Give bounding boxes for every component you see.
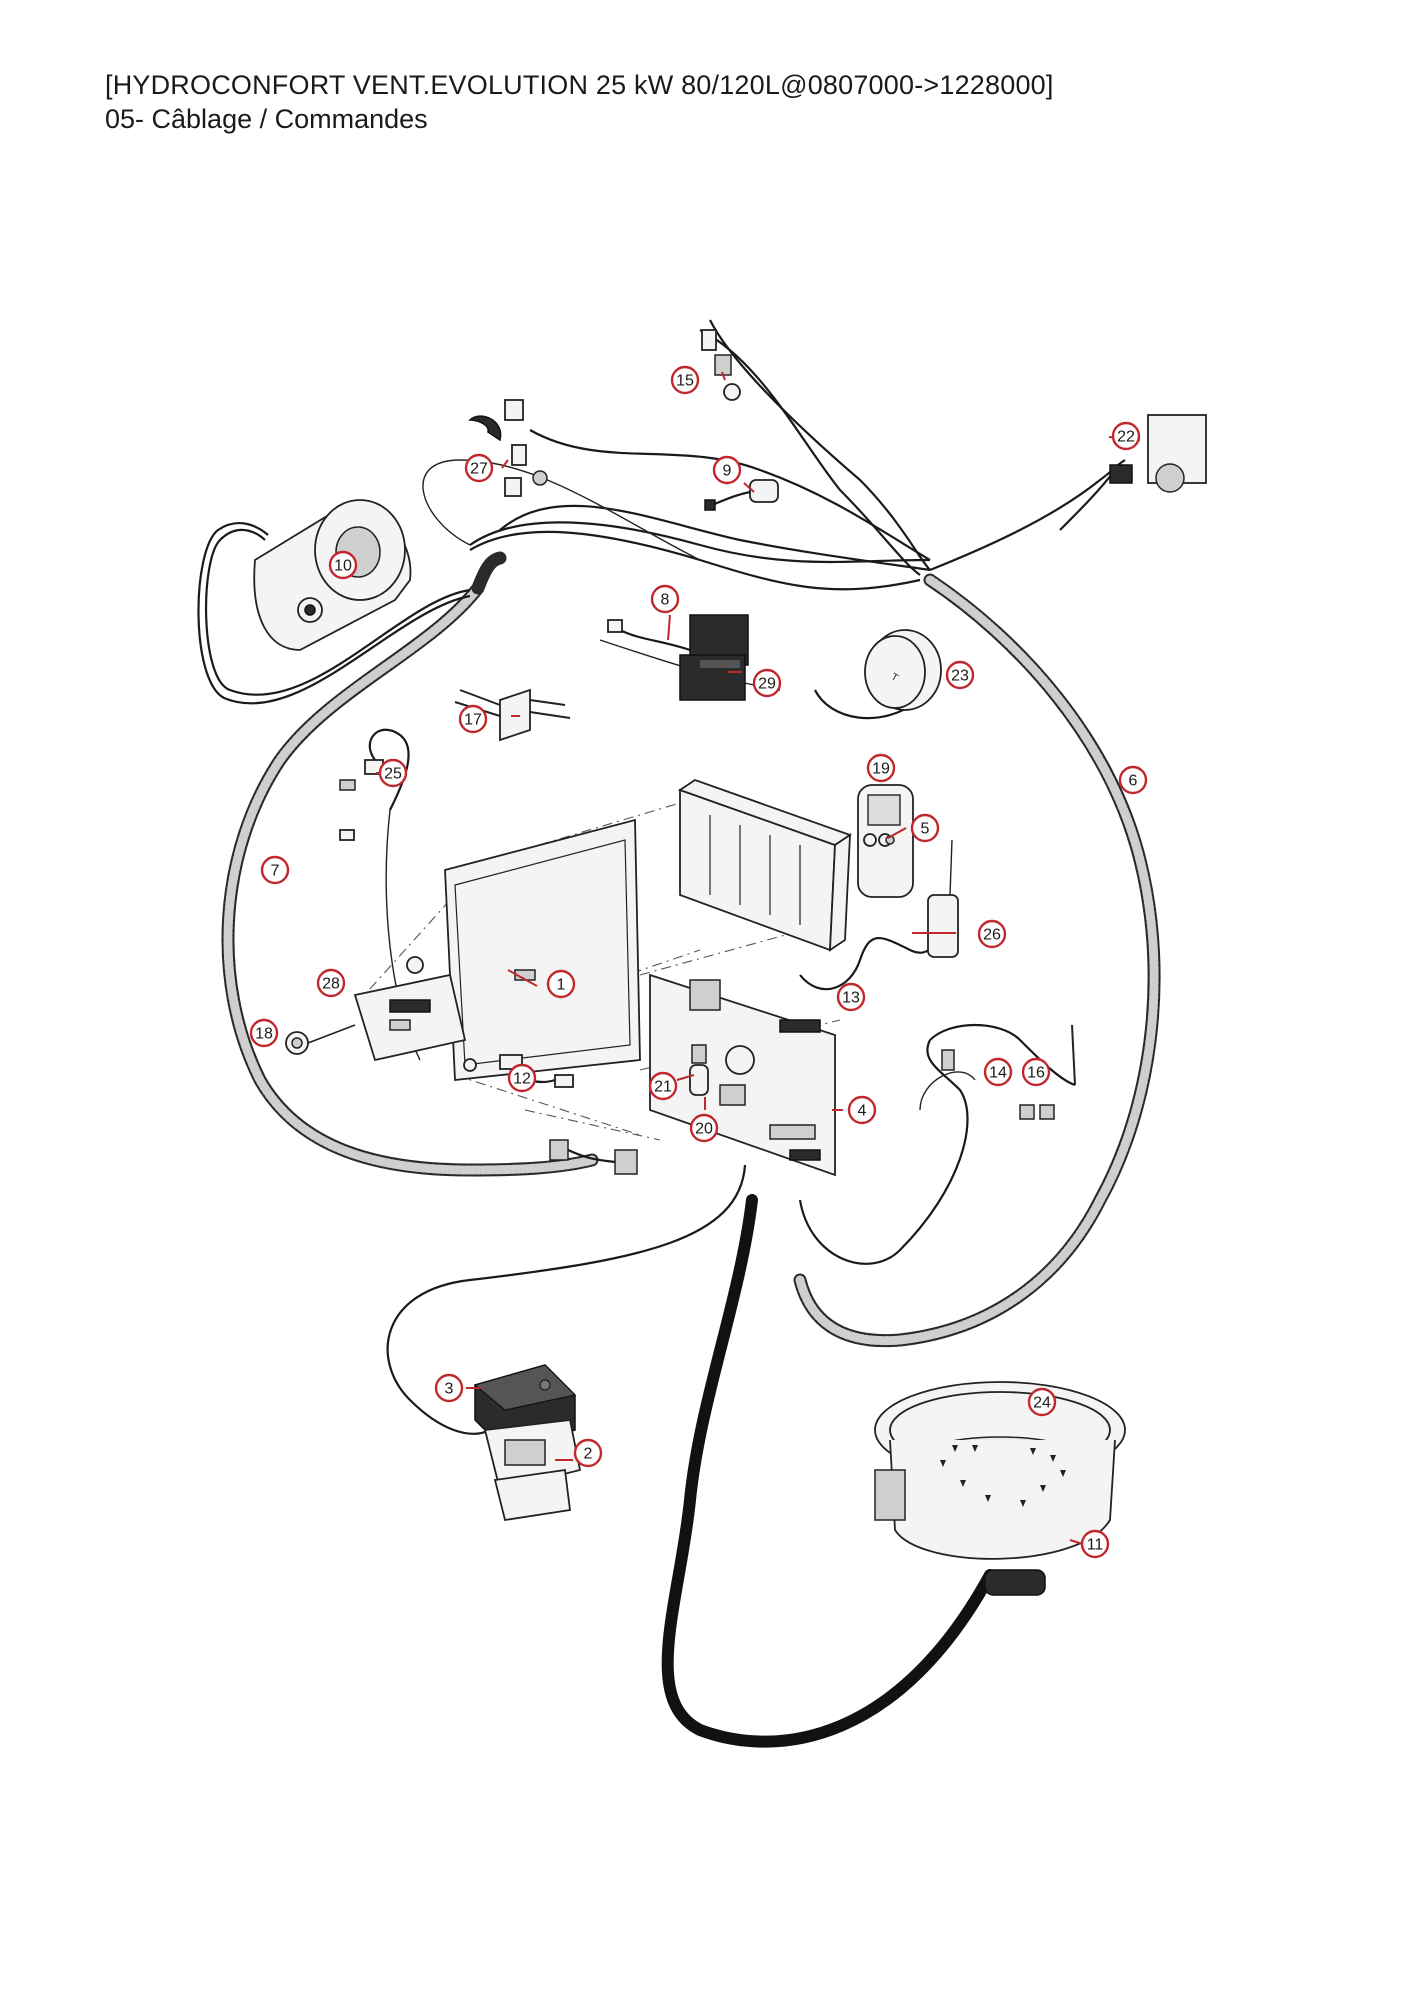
remote-19 (857, 784, 914, 898)
callout-1: 1 (546, 969, 576, 999)
diagram-title: [HYDROCONFORT VENT.EVOLUTION 25 kW 80/12… (105, 70, 1054, 100)
svg-text:T: T (889, 672, 900, 685)
callout-8: 8 (650, 584, 680, 614)
fan-cable (661, 1194, 996, 1748)
conduit-7 (221, 551, 599, 1177)
callout-22: 22 (1111, 421, 1141, 451)
conduit-6 (793, 573, 1161, 1348)
callout-7: 7 (260, 855, 290, 885)
callout-28: 28 (316, 968, 346, 998)
callout-5: 5 (910, 813, 940, 843)
capacitor-20-21 (689, 1044, 709, 1096)
lower-plug (549, 1139, 638, 1175)
svg-text:7: 7 (271, 863, 280, 880)
callout-10: 10 (328, 550, 358, 580)
callout-21: 21 (648, 1071, 678, 1101)
control-board (649, 973, 836, 1177)
svg-text:23: 23 (951, 668, 969, 685)
svg-text:4: 4 (858, 1103, 867, 1120)
motor-10 (253, 499, 412, 651)
callout-19: 19 (866, 753, 896, 783)
svg-text:21: 21 (654, 1079, 672, 1096)
plug-25 (339, 759, 384, 841)
callout-12: 12 (507, 1063, 537, 1093)
svg-text:22: 22 (1117, 429, 1135, 446)
svg-text:25: 25 (384, 766, 402, 783)
svg-text:29: 29 (758, 676, 776, 693)
upper-harness (422, 319, 1126, 691)
callout-23: 23 (945, 660, 975, 690)
callout-9: 9 (712, 455, 742, 485)
callout-14: 14 (983, 1057, 1013, 1087)
sensor-15 (701, 329, 741, 401)
callout-3: 3 (434, 1373, 464, 1403)
housing-cover (678, 779, 852, 952)
callout-6: 6 (1118, 765, 1148, 795)
gas-valve-2-3 (473, 1364, 582, 1522)
box-8-29 (607, 614, 749, 701)
display-bar (353, 973, 467, 1062)
callout-2: 2 (573, 1438, 603, 1468)
page-header: [HYDROCONFORT VENT.EVOLUTION 25 kW 80/12… (105, 68, 1054, 136)
svg-text:26: 26 (983, 927, 1001, 944)
cable-sensors-14-16 (798, 1039, 969, 1265)
callout-27: 27 (464, 453, 494, 483)
svg-text:10: 10 (334, 558, 352, 575)
receiver-26 (927, 839, 959, 958)
cable-3 (386, 1164, 747, 1435)
callout-24: 24 (1027, 1387, 1057, 1417)
svg-text:5: 5 (921, 821, 930, 838)
fan-24-11 (874, 1381, 1126, 1596)
svg-text:3: 3 (445, 1381, 454, 1398)
svg-text:11: 11 (1087, 1537, 1104, 1554)
svg-text:13: 13 (842, 990, 860, 1007)
svg-text:8: 8 (661, 592, 670, 609)
svg-text:14: 14 (989, 1065, 1007, 1082)
callout-11: 11 (1080, 1529, 1110, 1559)
svg-text:20: 20 (695, 1121, 713, 1138)
cable-22 (1059, 469, 1116, 531)
svg-text:15: 15 (676, 373, 694, 390)
gauge-23: T (864, 629, 942, 711)
svg-text:9: 9 (723, 463, 732, 480)
callout-13: 13 (836, 982, 866, 1012)
callout-18: 18 (249, 1018, 279, 1048)
callout-15: 15 (670, 365, 700, 395)
callout-17: 17 (458, 704, 488, 734)
svg-text:17: 17 (464, 712, 482, 729)
callout-25: 25 (378, 758, 408, 788)
callout-20: 20 (689, 1113, 719, 1143)
clip-27 (468, 399, 548, 497)
sensor-9 (704, 479, 779, 511)
motor-10-wire (204, 528, 471, 696)
callout-4: 4 (847, 1095, 877, 1125)
svg-text:24: 24 (1033, 1395, 1051, 1412)
callout-26: 26 (977, 919, 1007, 949)
cable-25 (368, 728, 410, 811)
svg-text:2: 2 (584, 1446, 593, 1463)
svg-text:12: 12 (513, 1071, 531, 1088)
motor-10-wire-b (197, 522, 471, 705)
callout-16: 16 (1021, 1057, 1051, 1087)
svg-text:19: 19 (872, 761, 890, 778)
svg-text:18: 18 (255, 1026, 273, 1043)
svg-text:1: 1 (557, 977, 566, 994)
panel-plate (406, 818, 641, 1081)
diagram-subtitle: 05- Câblage / Commandes (105, 104, 428, 134)
svg-text:27: 27 (470, 461, 488, 478)
sensor-14-16 (941, 1024, 1076, 1120)
svg-text:16: 16 (1027, 1065, 1045, 1082)
svg-text:6: 6 (1129, 773, 1138, 790)
svg-text:28: 28 (322, 976, 340, 993)
callout-29: 29 (752, 668, 782, 698)
pressure-switch-22 (1109, 414, 1207, 493)
knob-18 (285, 1024, 356, 1055)
